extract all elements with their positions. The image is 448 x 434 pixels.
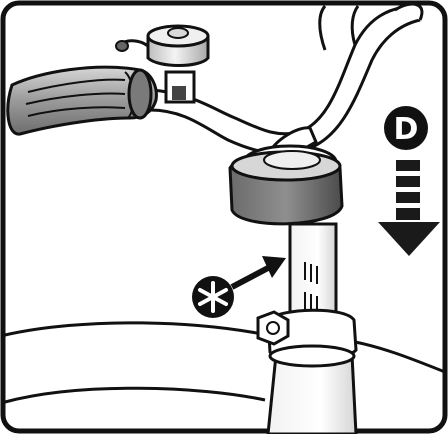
grip-icon [6,65,158,136]
down-arrow-icon [378,160,440,256]
asterisk-marker-icon [192,256,286,318]
bell-icon [115,24,210,104]
head-tube-clamp [266,308,358,434]
headset-cap [228,150,344,226]
direction-label: D [394,112,419,147]
direction-label-badge: D [384,106,428,150]
bolt-icon [256,310,290,346]
stem-post [288,222,338,324]
